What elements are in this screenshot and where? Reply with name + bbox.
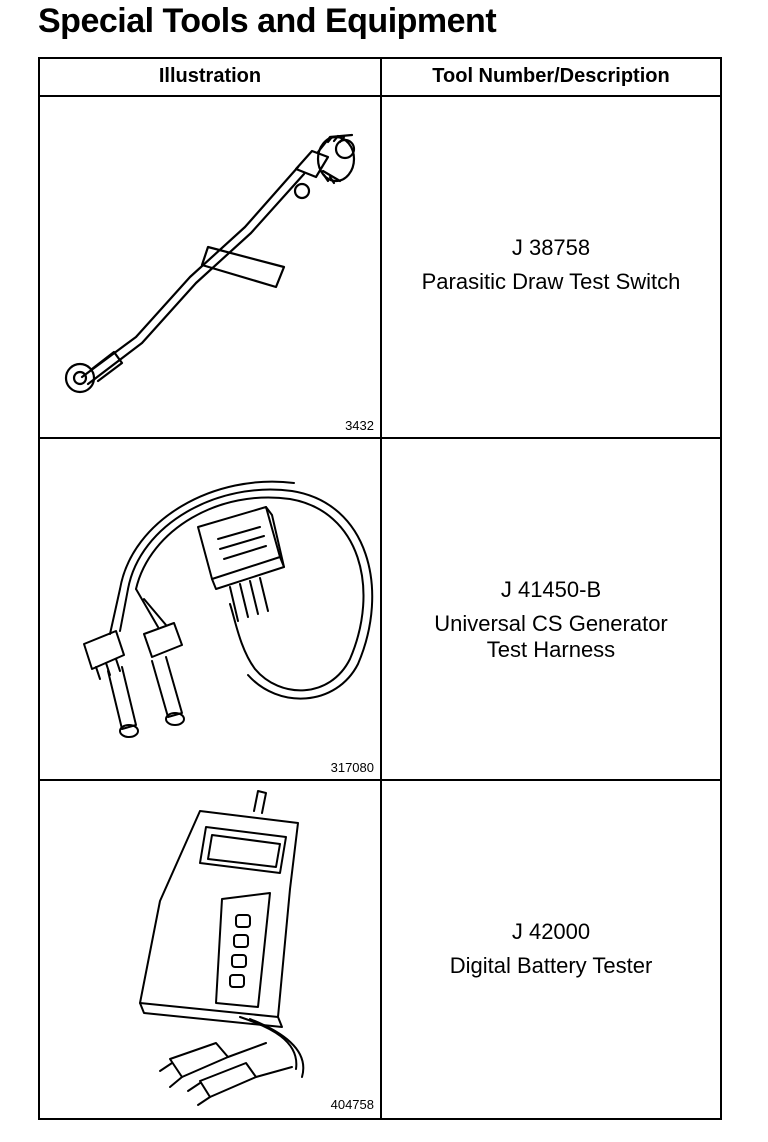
column-divider — [380, 59, 382, 1118]
figure-number: 3432 — [345, 418, 374, 433]
tool-number: J 41450-B — [500, 577, 602, 602]
page-title: Special Tools and Equipment — [38, 2, 497, 40]
tool-number: J 38758 — [511, 235, 591, 260]
tool-description-cell: J 41450-B Universal CS Generator Test Ha… — [382, 577, 720, 663]
tool-name: Digital Battery Tester — [449, 953, 653, 978]
figure-number: 317080 — [330, 760, 374, 775]
digital-battery-tester-drawing: 404758 — [40, 781, 380, 1118]
parasitic-draw-test-switch-drawing: 3432 — [40, 97, 380, 439]
tool-number: J 42000 — [511, 919, 591, 944]
cs-generator-test-harness-drawing: 317080 — [40, 439, 380, 781]
tool-name: Parasitic Draw Test Switch — [421, 269, 681, 294]
tool-description-cell: J 42000 Digital Battery Tester — [382, 919, 720, 979]
tool-description-cell: J 38758 Parasitic Draw Test Switch — [382, 235, 720, 295]
table-row: 317080 J 41450-B Universal CS Generator … — [40, 439, 720, 781]
table-row: 3432 J 38758 Parasitic Draw Test Switch — [40, 97, 720, 439]
row-divider — [40, 437, 720, 439]
figure-number: 404758 — [330, 1097, 374, 1112]
special-tools-table: Illustration Tool Number/Description — [38, 57, 722, 1120]
tool-name: Universal CS Generator Test Harness — [434, 611, 668, 662]
row-divider — [40, 779, 720, 781]
header-tool-description: Tool Number/Description — [432, 65, 670, 87]
header-illustration: Illustration — [158, 65, 262, 87]
table-row: 404758 J 42000 Digital Battery Tester — [40, 781, 720, 1118]
